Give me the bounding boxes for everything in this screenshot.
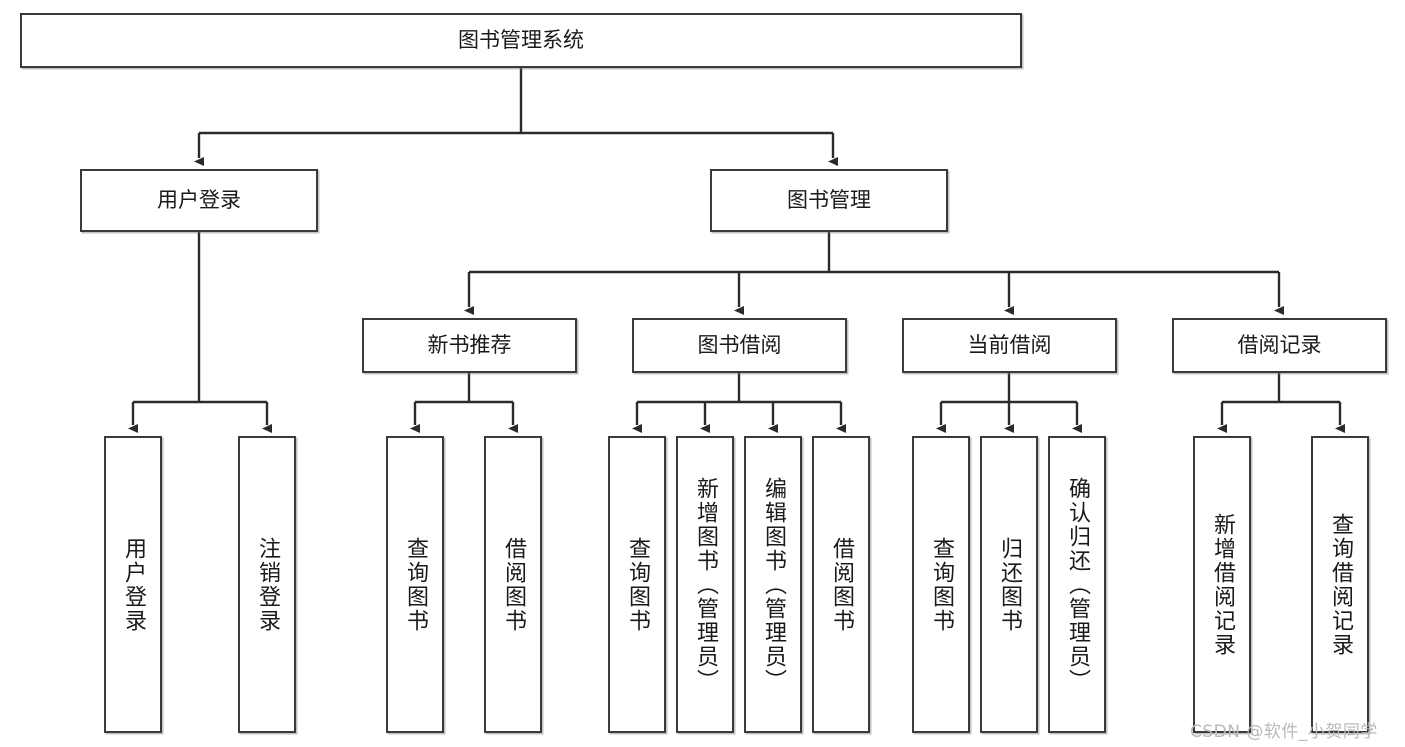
node-label: 归还图书 bbox=[997, 536, 1022, 633]
leaf-edit-book-admin[interactable]: 编辑图书（管理员） bbox=[744, 436, 802, 733]
node-label: 图书借阅 bbox=[697, 333, 782, 358]
leaf-borrow-book-new[interactable]: 借阅图书 bbox=[484, 436, 542, 733]
node-label: 查询图书 bbox=[625, 536, 650, 633]
node-label: 借阅记录 bbox=[1237, 333, 1322, 358]
node-book-borrow[interactable]: 图书借阅 bbox=[632, 318, 847, 373]
leaf-query-borrow-record[interactable]: 查询借阅记录 bbox=[1311, 436, 1369, 733]
leaf-confirm-return-admin[interactable]: 确认归还（管理员） bbox=[1048, 436, 1106, 733]
node-borrow-record[interactable]: 借阅记录 bbox=[1172, 318, 1387, 373]
node-label: 当前借阅 bbox=[967, 333, 1052, 358]
node-label: 新书推荐 bbox=[427, 333, 512, 358]
node-label: 新增借阅记录 bbox=[1210, 512, 1235, 657]
leaf-return-book[interactable]: 归还图书 bbox=[980, 436, 1038, 733]
node-label: 编辑图书（管理员） bbox=[761, 476, 786, 693]
leaf-query-book-new[interactable]: 查询图书 bbox=[386, 436, 444, 733]
leaf-borrow-book[interactable]: 借阅图书 bbox=[812, 436, 870, 733]
node-label: 用户登录 bbox=[157, 188, 241, 213]
node-label: 查询图书 bbox=[929, 536, 954, 633]
node-user-login[interactable]: 用户登录 bbox=[80, 169, 318, 232]
node-label: 用户登录 bbox=[121, 536, 146, 633]
node-label: 注销登录 bbox=[255, 536, 280, 633]
leaf-query-book-borrow[interactable]: 查询图书 bbox=[608, 436, 666, 733]
leaf-query-book-current[interactable]: 查询图书 bbox=[912, 436, 970, 733]
node-label: 新增图书（管理员） bbox=[693, 476, 718, 693]
leaf-logout[interactable]: 注销登录 bbox=[238, 436, 296, 733]
node-label: 图书管理系统 bbox=[458, 28, 584, 53]
node-label: 查询借阅记录 bbox=[1328, 512, 1353, 657]
leaf-add-book-admin[interactable]: 新增图书（管理员） bbox=[676, 436, 734, 733]
node-label: 借阅图书 bbox=[501, 536, 526, 633]
node-label: 借阅图书 bbox=[829, 536, 854, 633]
node-label: 图书管理 bbox=[787, 188, 871, 213]
leaf-add-borrow-record[interactable]: 新增借阅记录 bbox=[1193, 436, 1251, 733]
node-label: 确认归还（管理员） bbox=[1065, 476, 1090, 693]
node-book-management[interactable]: 图书管理 bbox=[710, 169, 948, 232]
watermark-text: CSDN @软件_小贺同学 bbox=[1190, 722, 1378, 742]
leaf-user-login[interactable]: 用户登录 bbox=[104, 436, 162, 733]
node-root-system[interactable]: 图书管理系统 bbox=[20, 13, 1022, 68]
node-new-book-recommend[interactable]: 新书推荐 bbox=[362, 318, 577, 373]
node-label: 查询图书 bbox=[403, 536, 428, 633]
node-current-borrow[interactable]: 当前借阅 bbox=[902, 318, 1117, 373]
